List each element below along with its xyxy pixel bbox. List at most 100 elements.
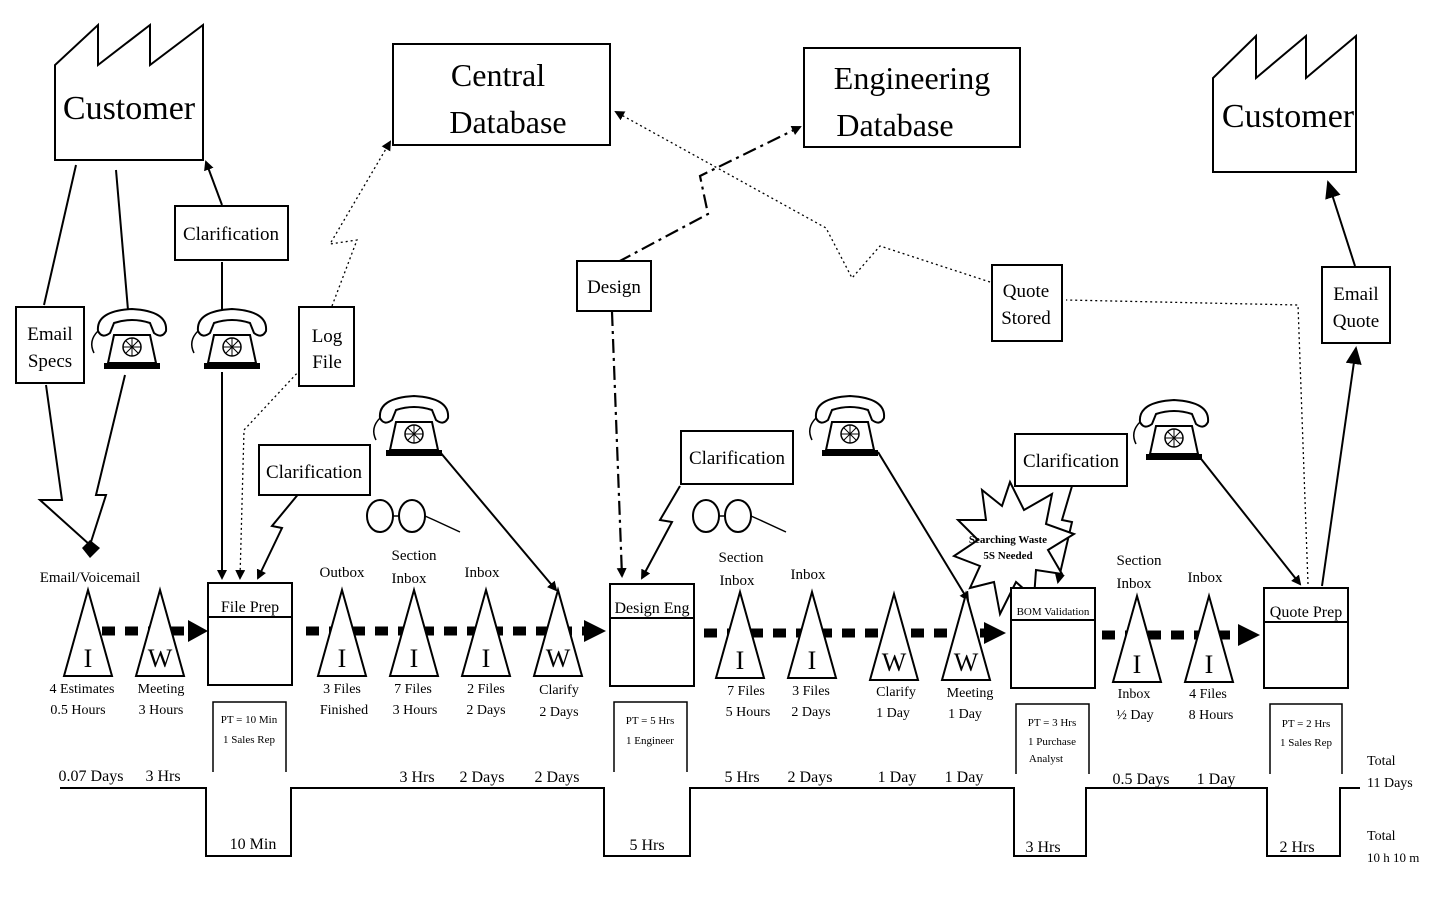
inventory-4-letter: I	[410, 644, 419, 673]
log-file-line-2: File	[312, 352, 342, 373]
searching-waste-line-1: Searching Waste	[969, 534, 1047, 546]
bom-data-3: Analyst	[1029, 753, 1063, 765]
central-database-line-1: Central	[451, 57, 545, 93]
inventory-12-below-1: 4 Files	[1189, 687, 1227, 702]
inventory-2-below-2: 3 Hours	[139, 703, 184, 718]
total-process-value: 10 h 10 m	[1367, 850, 1419, 865]
phone-icon-5	[1132, 399, 1210, 461]
engineering-database-box: Engineering Database	[803, 47, 1021, 148]
process-time-3: 3 Hrs	[1025, 839, 1060, 856]
inventory-3: Outbox I 3 Files Finished	[316, 565, 368, 718]
inventory-7-letter: I	[736, 646, 745, 675]
inventory-1-letter: I	[84, 644, 93, 673]
inventory-6-below-1: Clarify	[539, 683, 579, 698]
clarification-top-box: Clarification	[174, 205, 289, 261]
inventory-4-below-2: 3 Hours	[393, 703, 438, 718]
design-eng-data-1: PT = 5 Hrs	[626, 715, 674, 727]
searching-waste-line-2: 5S Needed	[983, 550, 1032, 562]
design-label: Design	[587, 277, 641, 298]
phone3-to-meeting-arrow	[877, 451, 970, 602]
inventory-4: Section Inbox I 7 Files 3 Hours	[388, 548, 440, 718]
clarification3-to-bom-arrow	[1054, 485, 1074, 584]
quote-prep-data-1: PT = 2 Hrs	[1282, 718, 1330, 730]
inventory-5-letter: I	[482, 644, 491, 673]
email-quote-to-customer-arrow	[1325, 180, 1356, 267]
clarification1-to-fileprep-arrow	[256, 491, 301, 580]
email-quote-line-1: Email	[1333, 284, 1378, 305]
inventory-12-letter: I	[1205, 650, 1214, 679]
inventory-1: I 4 Estimates 0.5 Hours	[50, 586, 115, 718]
quote-stored-box: Quote Stored	[991, 264, 1063, 342]
customer-left-label: Customer	[63, 90, 196, 127]
process-file-prep: File Prep	[207, 582, 293, 686]
design-to-design-eng-dashdot	[610, 311, 627, 578]
wait-time-1: 0.07 Days	[59, 768, 124, 785]
inventory-4-above-1: Section	[392, 548, 437, 564]
inventory-6-letter: W	[546, 644, 571, 673]
wait-time-4: 2 Days	[460, 769, 505, 786]
inventory-7-below-2: 5 Hours	[726, 705, 771, 720]
inventory-2: W Meeting 3 Hours	[134, 586, 186, 718]
searching-waste-burst: Searching Waste 5S Needed	[951, 479, 1077, 618]
engineering-database-line-2: Database	[836, 107, 953, 143]
timeline-ladder	[60, 787, 1360, 857]
inventory-1-below-2: 0.5 Hours	[50, 703, 105, 718]
customer-left-factory: Customer	[54, 22, 204, 161]
inventory-2-below-1: Meeting	[138, 682, 185, 697]
glasses-icon-1	[366, 499, 461, 533]
inventory-1-below-1: 4 Estimates	[50, 682, 115, 697]
inventory-11: Section Inbox I Inbox ½ Day	[1111, 553, 1163, 723]
design-box: Design	[576, 260, 652, 312]
inventory-8-letter: I	[808, 646, 817, 675]
inventory-10-below-1: Meeting	[947, 686, 994, 701]
wait-time-11: 1 Day	[1197, 771, 1236, 788]
inventory-7-below-1: 7 Files	[727, 684, 765, 699]
logfile-to-fileprep-dotted	[235, 369, 301, 580]
process-data-design-eng: PT = 5 Hrs 1 Engineer	[613, 701, 688, 772]
inventory-7-above-2: Inbox	[720, 573, 755, 589]
central-database-box: Central Database	[392, 43, 611, 146]
email-specs-box: Email Specs	[15, 306, 85, 384]
bom-data-2: 1 Purchase	[1028, 736, 1076, 748]
clarification-1-box: Clarification	[258, 444, 371, 496]
wait-time-6: 5 Hrs	[724, 769, 759, 786]
clarification-2-label: Clarification	[689, 448, 786, 469]
total-lead-value: 11 Days	[1367, 776, 1413, 791]
process-design-eng: Design Eng	[609, 583, 695, 687]
inventory-4-above-2: Inbox	[392, 571, 427, 587]
process-design-eng-title: Design Eng	[614, 600, 689, 617]
inventory-9: W Clarify 1 Day	[868, 590, 920, 721]
clarification-1-label: Clarification	[266, 462, 363, 483]
engineering-database-line-1: Engineering	[834, 60, 990, 96]
inventory-3-below-2: Finished	[320, 703, 368, 718]
inventory-4-below-1: 7 Files	[394, 682, 432, 697]
customer-right-label: Customer	[1222, 98, 1355, 135]
quoteprep-to-email-quote-arrow	[1321, 346, 1362, 587]
wait-time-5: 2 Days	[535, 769, 580, 786]
inventory-11-below-2: ½ Day	[1116, 708, 1153, 723]
log-file-box: Log File	[298, 306, 355, 387]
inventory-8-above-1: Inbox	[791, 567, 826, 583]
inventory-9-below-1: Clarify	[876, 685, 916, 700]
inventory-10-letter: W	[954, 648, 979, 677]
inventory-11-above-2: Inbox	[1117, 576, 1152, 592]
process-quote-prep-title: Quote Prep	[1270, 604, 1342, 621]
inventory-12: Inbox I 4 Files 8 Hours	[1183, 570, 1235, 723]
inventory-12-below-2: 8 Hours	[1189, 708, 1234, 723]
design-to-engineering-db-dashdot	[617, 126, 802, 263]
phone-icon-4	[808, 395, 886, 457]
wait-time-7: 2 Days	[788, 769, 833, 786]
inventory-5-above-1: Inbox	[465, 565, 500, 581]
total-process-label: Total	[1367, 829, 1396, 844]
inventory-10: W Meeting 1 Day	[940, 590, 994, 722]
file-prep-data-2: 1 Sales Rep	[223, 734, 275, 746]
inventory-5: Inbox I 2 Files 2 Days	[460, 565, 512, 718]
phone-icon-3	[372, 395, 450, 457]
inventory-9-below-2: 1 Day	[876, 706, 910, 721]
phone-icon-2	[190, 308, 268, 370]
process-data-file-prep: PT = 10 Min 1 Sales Rep	[212, 701, 287, 772]
process-bom-validation-title: BOM Validation	[1017, 606, 1090, 618]
process-data-bom-validation: PT = 3 Hrs 1 Purchase Analyst	[1015, 703, 1090, 774]
email-specs-line-1: Email	[27, 324, 72, 345]
